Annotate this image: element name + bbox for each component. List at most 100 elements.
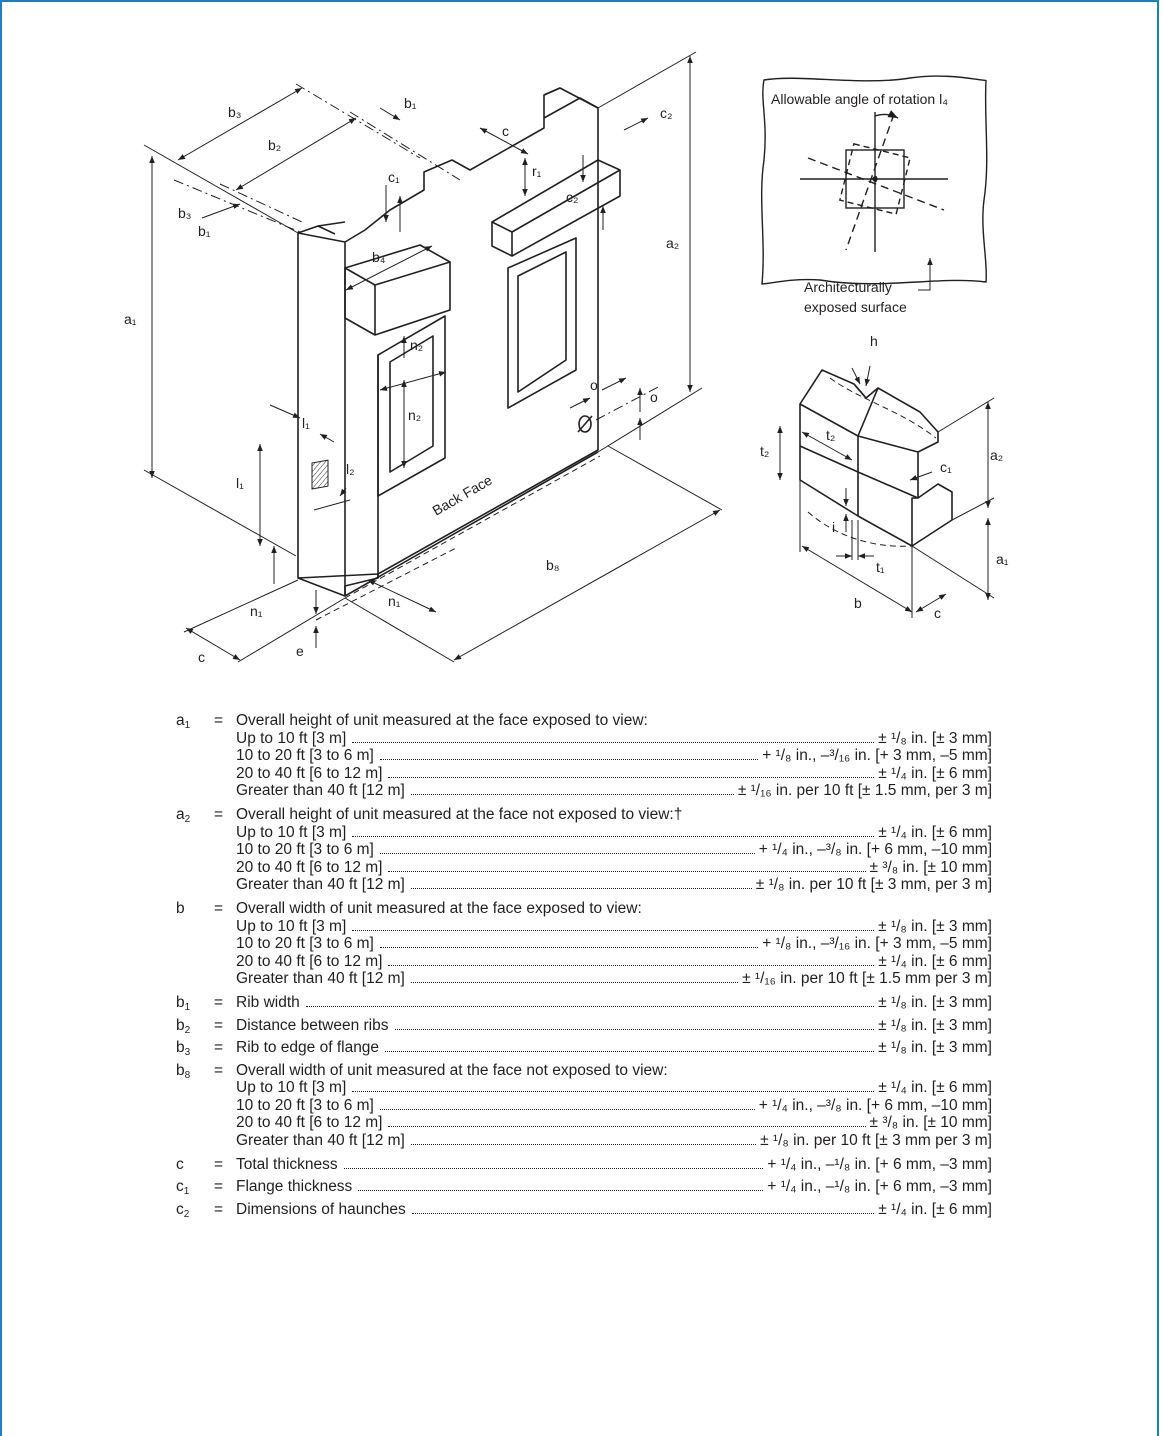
label-a2-right: a₂ bbox=[990, 447, 1003, 463]
tolerance-entry: b2=Distance between ribs± ¹/₈ in. [± 3 m… bbox=[176, 1016, 992, 1036]
leader-dots bbox=[352, 835, 875, 837]
tolerance-entry-header: c = Total thickness + ¹/₄ in., –¹/₈ in. [+ … bbox=[176, 1156, 992, 1174]
leader-dots bbox=[379, 852, 755, 855]
tolerance-value: + ¹/₄ in., –³/₈ in. [+ 6 mm, –10 mm] bbox=[758, 841, 992, 859]
dimension-symbol: b bbox=[176, 900, 214, 923]
tolerance-range-row: Greater than 40 ft [12 m]± ¹/₁₆ in. per … bbox=[176, 970, 992, 988]
tolerance-range-row: 20 to 40 ft [6 to 12 m] ± ³/₈ in. [± 10 m… bbox=[176, 859, 992, 877]
label-b-right: b bbox=[854, 595, 862, 611]
leader-dots bbox=[410, 981, 739, 984]
dimension-description: Overall width of unit measured at the fa… bbox=[236, 899, 642, 917]
leader-dots bbox=[379, 946, 759, 949]
tolerance-value: ± ¹/₄ in. [± 6 mm] bbox=[878, 823, 992, 841]
tolerance-entry-header: b3=Rib to edge of flange± ¹/₈ in. [± 3 m… bbox=[176, 1039, 992, 1058]
label-r1: r₁ bbox=[532, 163, 542, 179]
arch-line-1: Architecturally bbox=[804, 279, 892, 295]
tolerance-entry: a2=Overall height of unit measured at th… bbox=[176, 806, 992, 894]
dimension-symbol-letter: c bbox=[176, 1200, 184, 1218]
tolerance-value: ± ¹/₄ in. [± 6 mm] bbox=[878, 952, 992, 970]
dimension-description: Flange thickness bbox=[236, 1178, 353, 1196]
label-b2: b₂ bbox=[268, 137, 281, 153]
range-label: 20 to 40 ft [6 to 12 m] bbox=[236, 952, 383, 970]
tolerance-value: ± ³/₈ in. [± 10 mm] bbox=[869, 858, 993, 876]
label-b3-top: b₃ bbox=[228, 104, 242, 120]
tolerance-range-row: Greater than 40 ft [12 m]± ¹/₈ in. per 1… bbox=[176, 876, 992, 894]
tolerance-value: + ¹/₄ in., –³/₈ in. [+ 6 mm, –10 mm] bbox=[758, 1096, 992, 1114]
tolerance-value: ± ³/₈ in. [± 10 mm] bbox=[869, 1114, 993, 1132]
tolerance-range-row: 10 to 20 ft [3 to 6 m] + ¹/₄ in., –³/₈ in… bbox=[176, 841, 992, 859]
label-c-right: c bbox=[934, 605, 941, 621]
label-l2: l₂ bbox=[346, 461, 355, 477]
tolerance-entry: c1=Flange thickness+ ¹/₄ in., –¹/₈ in. [… bbox=[176, 1178, 992, 1197]
dimension-symbol: b3 bbox=[176, 1039, 214, 1062]
dimension-description: Total thickness bbox=[236, 1155, 338, 1173]
dimension-symbol-subscript: 2 bbox=[184, 813, 191, 825]
range-label: 10 to 20 ft [3 to 6 m] bbox=[236, 1096, 374, 1114]
rotation-detail bbox=[761, 75, 988, 291]
tolerance-value: ± ¹/₄ in. [± 6 mm] bbox=[878, 1079, 992, 1097]
tolerance-entry: b8=Overall width of unit measured at the… bbox=[176, 1062, 992, 1150]
label-t2-b: t₂ bbox=[826, 427, 835, 443]
leader-dots bbox=[352, 741, 875, 743]
leader-dots bbox=[352, 1090, 875, 1093]
tolerance-value: + ¹/₈ in., –³/₁₆ in. [+ 3 mm, –5 mm] bbox=[762, 935, 992, 953]
tolerance-range-row: 20 to 40 ft [6 to 12 m] ± ¹/₄ in. [± 6 mm… bbox=[176, 953, 992, 971]
tolerance-value: ± ¹/₈ in. per 10 ft [± 3 mm per 3 m] bbox=[760, 1132, 992, 1150]
label-back-face: Back Face bbox=[430, 472, 495, 519]
dimension-symbol-letter: c bbox=[176, 1155, 184, 1173]
equals-sign: = bbox=[214, 1039, 224, 1057]
main-panel-dimensions bbox=[143, 51, 723, 663]
dimension-description: Overall height of unit measured at the f… bbox=[236, 712, 648, 729]
dimension-symbol: b8 bbox=[176, 1062, 214, 1085]
label-b4: b₄ bbox=[372, 249, 386, 265]
dimension-description: Rib width bbox=[236, 993, 300, 1011]
range-label: Up to 10 ft [3 m] bbox=[236, 823, 347, 841]
tolerance-value: ± ¹/₈ in. [± 3 mm] bbox=[878, 1016, 992, 1034]
leader-dots bbox=[379, 758, 759, 761]
dimension-symbol-subscript: 8 bbox=[184, 1069, 191, 1081]
dimension-symbol-letter: b bbox=[176, 1061, 185, 1079]
label-a1-right: a₁ bbox=[996, 551, 1009, 567]
tolerance-list: a1=Overall height of unit measured at th… bbox=[176, 712, 992, 1223]
tolerance-range-row: 10 to 20 ft [3 to 6 m]+ ¹/₈ in., –³/₁₆ i… bbox=[176, 747, 992, 765]
tolerance-value: + ¹/₄ in., –¹/₈ in. [+ 6 mm, –3 mm] bbox=[767, 1178, 992, 1196]
range-label: 10 to 20 ft [3 to 6 m] bbox=[236, 747, 374, 765]
tolerance-entry-header: b=Overall width of unit measured at the … bbox=[176, 900, 992, 918]
range-label: Up to 10 ft [3 m] bbox=[236, 917, 347, 935]
range-label: 20 to 40 ft [6 to 12 m] bbox=[236, 858, 383, 876]
leader-dots bbox=[388, 964, 875, 966]
label-t2-a: t₂ bbox=[760, 443, 769, 459]
leader-dots bbox=[388, 776, 875, 778]
dimension-description: Rib to edge of flange bbox=[236, 1039, 380, 1057]
equals-sign: = bbox=[214, 1200, 224, 1218]
arch-line-2: exposed surface bbox=[804, 299, 907, 315]
label-b3-left: b₃ bbox=[178, 205, 192, 221]
tolerance-range-row: Up to 10 ft [3 m]± ¹/₈ in. [± 3 mm] bbox=[176, 730, 992, 748]
range-label: 10 to 20 ft [3 to 6 m] bbox=[236, 841, 374, 859]
dimension-symbol-letter: b bbox=[176, 1039, 185, 1057]
label-b1-top: b₁ bbox=[404, 95, 417, 111]
range-label: Up to 10 ft [3 m] bbox=[236, 729, 347, 747]
dimension-symbol-letter: b bbox=[176, 993, 185, 1011]
label-c-top: c bbox=[502, 123, 509, 139]
leader-dots bbox=[358, 1189, 764, 1192]
label-c1-mid: c₁ bbox=[388, 169, 400, 185]
tolerance-range-row: Up to 10 ft [3 m]± ¹/₄ in. [± 6 mm] bbox=[176, 1079, 992, 1097]
equals-sign: = bbox=[214, 1061, 224, 1079]
tolerance-entry-header: b2=Distance between ribs± ¹/₈ in. [± 3 m… bbox=[176, 1016, 992, 1036]
leader-dots bbox=[410, 887, 752, 890]
range-label: 20 to 40 ft [6 to 12 m] bbox=[236, 1114, 383, 1132]
tolerance-value: + ¹/₄ in., –¹/₈ in. [+ 6 mm, –3 mm] bbox=[767, 1155, 992, 1173]
dimension-symbol-letter: b bbox=[176, 1016, 185, 1034]
equals-sign: = bbox=[214, 1155, 224, 1173]
label-c1-right: c₁ bbox=[940, 459, 952, 475]
label-c-bottom: c bbox=[198, 649, 205, 665]
dimension-symbol-letter: a bbox=[176, 712, 185, 729]
dimension-symbol: b1 bbox=[176, 994, 214, 1017]
leader-dots bbox=[411, 1212, 875, 1214]
tolerance-entry: a1=Overall height of unit measured at th… bbox=[176, 712, 992, 800]
tolerance-diagram: b₃ b₁ b₂ c c₂ b₃ b₁ c₁ r₁ c₂ a₁ b₄ a₂ n₂… bbox=[124, 51, 1009, 665]
tolerance-range-row: Up to 10 ft [3 m] ± ¹/₄ in. [± 6 mm] bbox=[176, 824, 992, 842]
label-b8: b₈ bbox=[546, 557, 560, 573]
tolerance-value: ± ¹/₁₆ in. per 10 ft [± 1.5 mm per 3 m] bbox=[742, 970, 992, 988]
